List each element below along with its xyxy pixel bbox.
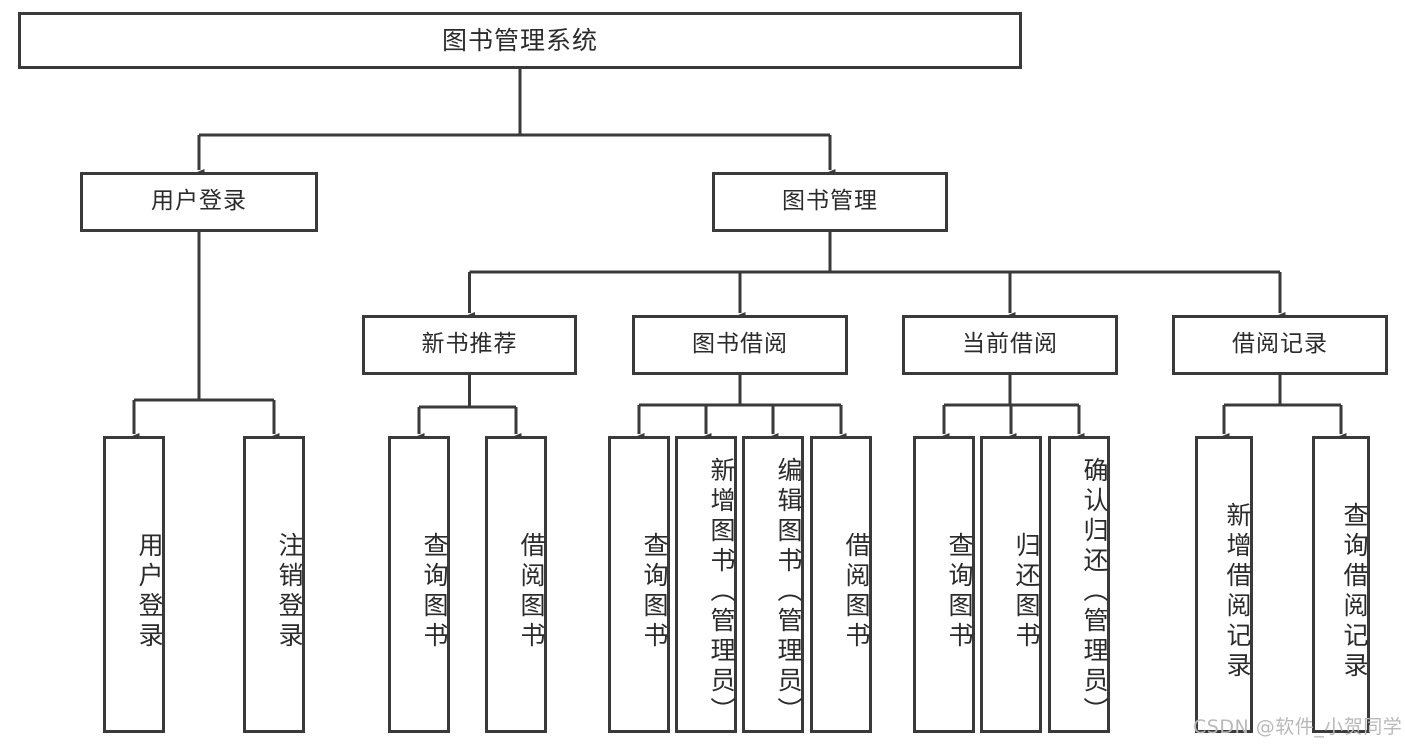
node-book-manage-label: 图书管理 [782, 188, 878, 215]
node-leaf-user-login-label: 用户登录 [135, 531, 164, 652]
node-book-borrow[interactable]: 图书借阅 [632, 315, 848, 375]
node-leaf-user-login[interactable]: 用户登录 [103, 436, 165, 733]
node-leaf-return-book-label: 归还图书 [1012, 531, 1041, 652]
node-current-borrow-label: 当前借阅 [962, 331, 1058, 358]
node-user-login[interactable]: 用户登录 [80, 172, 318, 232]
node-borrow-record[interactable]: 借阅记录 [1172, 315, 1388, 375]
node-root[interactable]: 图书管理系统 [18, 12, 1022, 69]
node-book-borrow-label: 图书借阅 [692, 331, 788, 358]
node-borrow-record-label: 借阅记录 [1232, 331, 1328, 358]
node-leaf-edit-book[interactable]: 编辑图书（管理员） [742, 436, 804, 733]
node-new-book-recommend[interactable]: 新书推荐 [362, 315, 577, 375]
node-leaf-confirm-return[interactable]: 确认归还（管理员） [1048, 436, 1110, 733]
node-new-book-recommend-label: 新书推荐 [421, 331, 518, 358]
csdn-watermark: CSDN @软件_小贺同学 [1193, 716, 1403, 738]
node-leaf-query-book-3-label: 查询图书 [945, 531, 974, 652]
node-leaf-edit-book-label: 编辑图书（管理员） [774, 456, 803, 727]
node-leaf-query-book-2[interactable]: 查询图书 [608, 436, 670, 733]
node-leaf-user-logout-label: 注销登录 [275, 531, 304, 652]
node-leaf-query-book-2-label: 查询图书 [640, 531, 669, 652]
node-leaf-query-book-1[interactable]: 查询图书 [388, 436, 450, 733]
node-leaf-confirm-return-label: 确认归还（管理员） [1080, 456, 1109, 727]
node-leaf-query-book-1-label: 查询图书 [420, 531, 449, 652]
node-leaf-borrow-book-2-label: 借阅图书 [842, 531, 871, 652]
node-leaf-add-book-label: 新增图书（管理员） [707, 456, 736, 727]
node-leaf-add-record[interactable]: 新增借阅记录 [1195, 436, 1253, 733]
node-book-manage[interactable]: 图书管理 [712, 172, 948, 232]
node-leaf-query-record[interactable]: 查询借阅记录 [1312, 436, 1370, 733]
node-leaf-borrow-book-1-label: 借阅图书 [517, 531, 546, 652]
node-current-borrow[interactable]: 当前借阅 [902, 315, 1118, 375]
node-leaf-query-book-3[interactable]: 查询图书 [913, 436, 975, 733]
node-leaf-add-book[interactable]: 新增图书（管理员） [675, 436, 737, 733]
node-leaf-borrow-book-1[interactable]: 借阅图书 [485, 436, 547, 733]
node-leaf-return-book[interactable]: 归还图书 [980, 436, 1042, 733]
node-leaf-add-record-label: 新增借阅记录 [1223, 501, 1252, 682]
node-user-login-label: 用户登录 [151, 188, 247, 215]
node-root-label: 图书管理系统 [441, 25, 598, 55]
node-leaf-user-logout[interactable]: 注销登录 [243, 436, 305, 733]
node-leaf-query-record-label: 查询借阅记录 [1340, 501, 1369, 682]
node-leaf-borrow-book-2[interactable]: 借阅图书 [810, 436, 872, 733]
